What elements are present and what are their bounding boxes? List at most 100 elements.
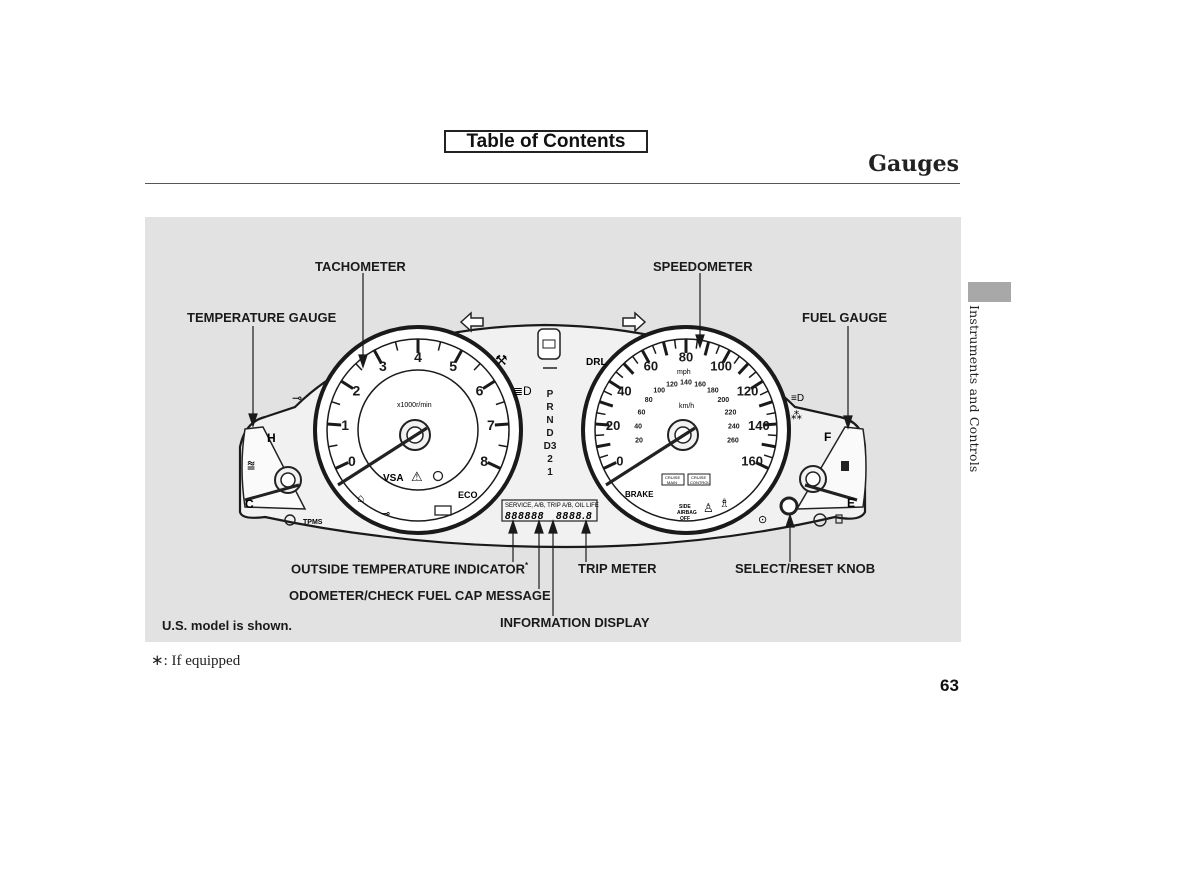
- tach-numeral: 5: [449, 358, 457, 374]
- kmh-numeral: 40: [634, 423, 642, 430]
- kmh-numeral: 220: [725, 409, 737, 416]
- cruise-control-text-1: CRUISE: [691, 475, 706, 480]
- mph-numeral: 60: [644, 359, 658, 374]
- temperature-gauge-label: TEMPERATURE GAUGE: [187, 310, 337, 325]
- drl-indicator-label: DRL: [586, 357, 607, 368]
- side-airbag-text-2: AIRBAG: [677, 510, 697, 516]
- dial-tick: [487, 461, 502, 470]
- tach-numeral: 8: [480, 453, 488, 469]
- brake-system-icon: [813, 513, 827, 527]
- fuel-pump-icon: [841, 461, 849, 471]
- dial-tick: [372, 349, 383, 364]
- gear-position-p: P: [547, 389, 554, 400]
- gear-position-1: 1: [547, 467, 553, 478]
- trip-meter-label: TRIP METER: [578, 561, 657, 576]
- cruise-control-indicator: [687, 473, 711, 486]
- dial-tick: [763, 454, 773, 459]
- page-title: Gauges: [868, 151, 959, 177]
- eco-indicator-label: ECO: [458, 490, 478, 500]
- charging-system-icon: [434, 505, 452, 516]
- kmh-numeral: 240: [728, 423, 740, 430]
- dial-tick: [721, 349, 732, 364]
- mph-numeral: 0: [616, 453, 623, 468]
- tach-numeral: 3: [379, 358, 387, 374]
- vsa-indicator-label: VSA: [383, 473, 404, 484]
- kmh-numeral: 120: [666, 382, 678, 389]
- fuel-gauge-label: FUEL GAUGE: [802, 310, 887, 325]
- page-number: 63: [940, 676, 959, 695]
- mph-numeral: 80: [679, 350, 693, 365]
- section-tab-marker: [968, 282, 1011, 302]
- mph-numeral: 160: [741, 453, 763, 468]
- tach-unit-label: x1000r/min: [397, 402, 432, 409]
- tach-numeral: 0: [348, 453, 356, 469]
- dial-tick: [750, 379, 764, 390]
- callout-leaders: [248, 273, 853, 616]
- maintenance-wrench-icon: ⚒: [495, 352, 508, 368]
- gear-position-n: N: [546, 415, 553, 426]
- section-side-label: Instruments and Controls: [967, 305, 982, 473]
- model-note: U.S. model is shown.: [162, 618, 293, 633]
- gear-position-d3: D3: [544, 441, 557, 452]
- fuel-full-label: F: [824, 430, 831, 444]
- dial-tick: [759, 390, 769, 396]
- display-messages: SERVICE, A/B, TRIP A/B, OIL LIFE: [505, 503, 599, 509]
- dial-tick: [758, 400, 773, 408]
- header-divider: [145, 183, 960, 184]
- information-display: SERVICE, A/B, TRIP A/B, OIL LIFE 888888 …: [501, 499, 599, 522]
- cruise-main-text-2: MAIN: [667, 480, 677, 485]
- temp-cold-label: C: [245, 497, 254, 511]
- dial-tick: [767, 434, 777, 437]
- security-indicator-icon: ⊙: [758, 514, 767, 526]
- dial-tick: [453, 349, 464, 364]
- cruise-control-text-2: CONTROL: [690, 480, 710, 485]
- dial-tick: [596, 411, 606, 416]
- cruise-main-text-1: CRUISE: [665, 475, 680, 480]
- tach-numeral: 6: [476, 383, 484, 399]
- left-turn-signal-icon: [459, 311, 484, 333]
- dial-tick: [755, 461, 770, 470]
- mph-unit-label: mph: [677, 369, 691, 376]
- trip-meter-readout: 8888.8: [556, 511, 593, 522]
- dial-tick: [334, 461, 349, 470]
- select-reset-knob[interactable]: [779, 496, 799, 516]
- kmh-numeral: 100: [653, 388, 665, 395]
- dial-tick: [695, 339, 699, 349]
- immobilizer-key-icon: ⊸: [292, 391, 302, 405]
- check-engine-icon: ⌂: [357, 491, 364, 505]
- kmh-numeral: 260: [727, 437, 739, 444]
- kmh-numeral: 80: [645, 397, 653, 404]
- dial-tick: [761, 442, 776, 449]
- select-reset-knob-label: SELECT/RESET KNOB: [735, 561, 876, 576]
- gear-position-r: R: [546, 402, 554, 413]
- dial-tick: [762, 422, 777, 427]
- odometer-readout: 888888: [505, 511, 544, 522]
- mph-numeral: 100: [710, 359, 732, 374]
- temperature-gauge-pod: H C ⩰ TPMS: [241, 426, 323, 526]
- dial-tick: [703, 341, 711, 356]
- kmh-numeral: 60: [638, 409, 646, 416]
- table-of-contents-button[interactable]: Table of Contents: [444, 130, 648, 153]
- right-turn-signal-icon: [622, 311, 647, 333]
- tpms-icon: [284, 514, 296, 526]
- dial-tick: [661, 341, 669, 356]
- mph-numeral: 140: [748, 418, 770, 433]
- dial-tick: [640, 349, 651, 364]
- dial-tick: [595, 422, 610, 427]
- tach-numeral: 4: [414, 349, 422, 365]
- side-airbag-text-1: SIDE: [679, 504, 691, 510]
- dial-tick: [737, 362, 750, 375]
- dial-tick: [331, 400, 341, 406]
- gear-position-d: D: [546, 428, 553, 439]
- cruise-main-indicator: [661, 473, 685, 486]
- dial-tick: [715, 345, 721, 355]
- fuel-gauge-pod: F E: [795, 426, 867, 527]
- tach-numeral: 1: [341, 417, 349, 433]
- side-airbag-text-3: OFF: [680, 516, 690, 522]
- kmh-numeral: 180: [707, 388, 719, 395]
- warning-triangle-icon: ⚠: [411, 469, 423, 484]
- dial-tick: [340, 379, 354, 390]
- outside-temperature-label: OUTSIDE TEMPERATURE INDICATOR*: [291, 561, 529, 577]
